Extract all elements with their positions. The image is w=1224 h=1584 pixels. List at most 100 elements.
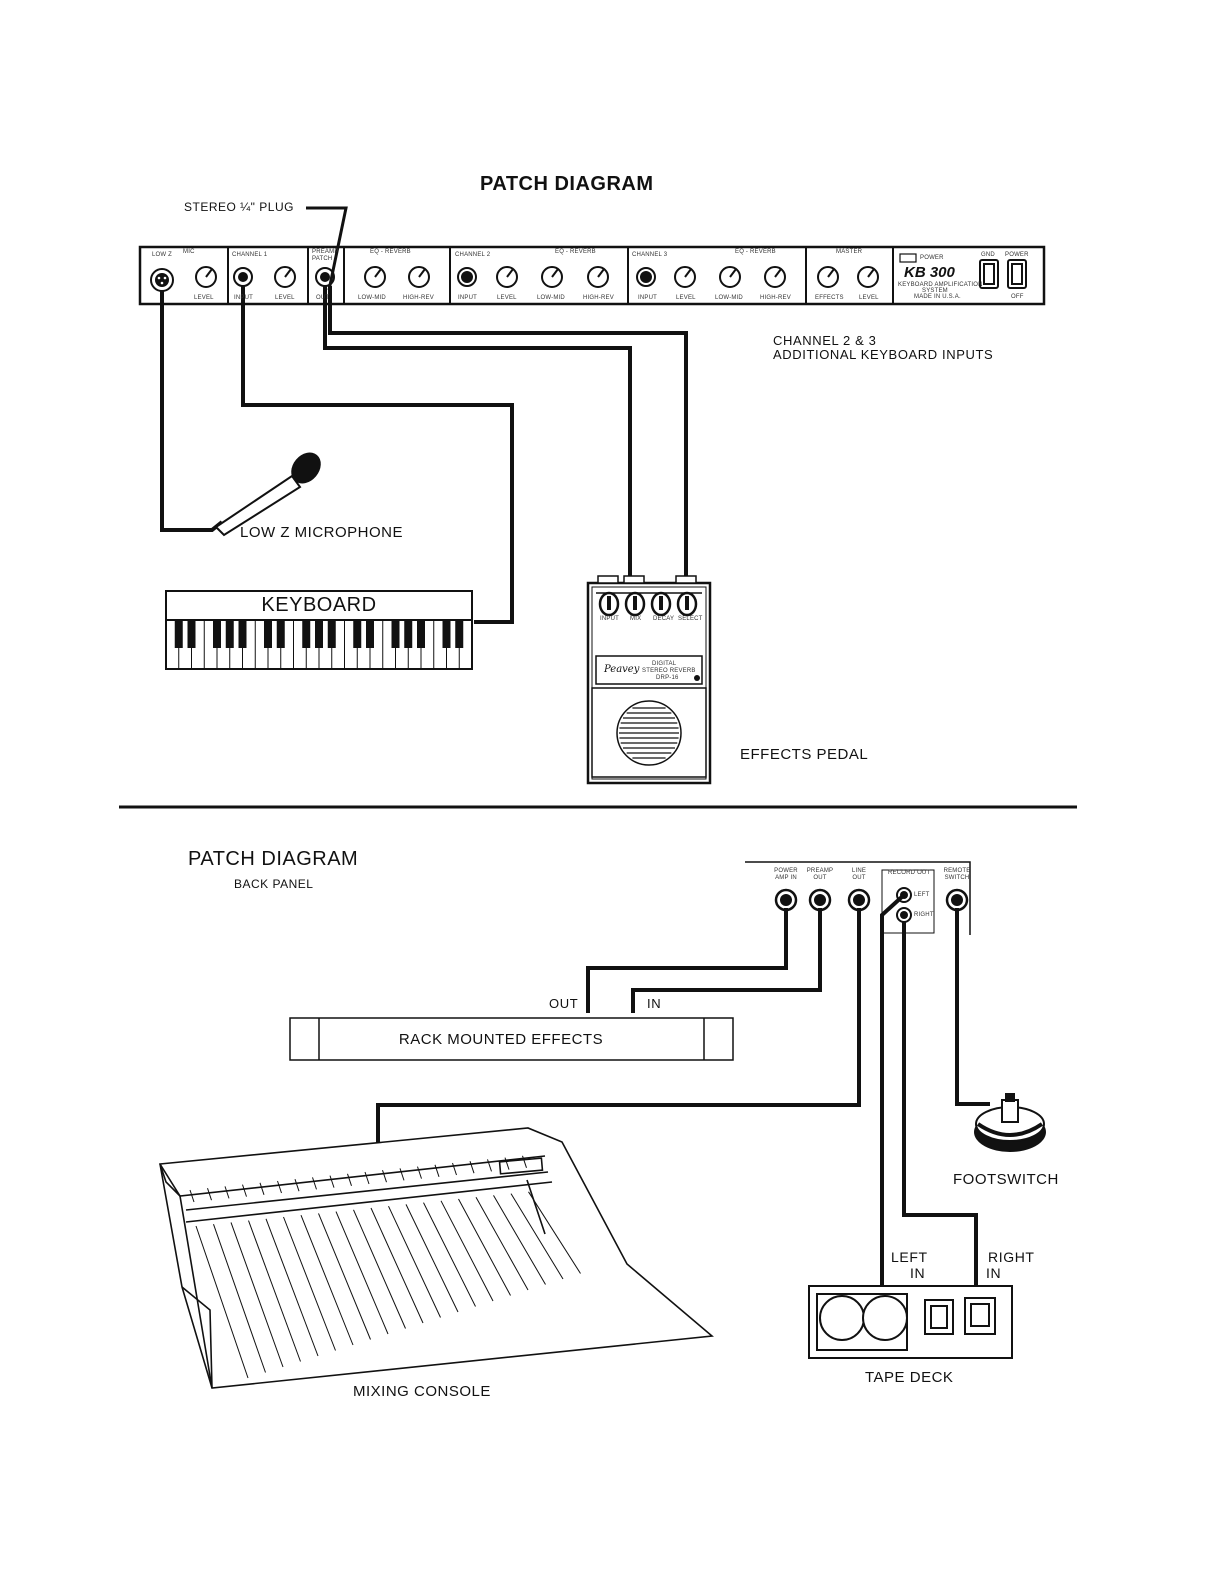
stereo-plug-label: STEREO ¼" PLUG — [184, 200, 294, 214]
console-meter-tick — [224, 1186, 230, 1199]
level-label-1: LEVEL — [194, 295, 214, 301]
pedal-knob-label-mix: MIX — [630, 616, 642, 622]
keyboard-black-key — [315, 620, 323, 648]
low-mid-label-1: LOW-MID — [358, 295, 386, 301]
pedal-knob-label-decay: DECAY — [653, 616, 675, 622]
level-label-2: LEVEL — [275, 295, 295, 301]
amp-model-name: KB 300 — [904, 264, 955, 281]
back-cables — [376, 893, 990, 1285]
console-meter-tick — [504, 1157, 510, 1170]
console-meter-tick — [364, 1171, 370, 1185]
eq-reverb-label-3: EQ - REVERB — [735, 249, 776, 255]
console-fader-line — [388, 1205, 441, 1318]
console-fader-line — [370, 1207, 424, 1324]
pedal-knob-label-select: SELECT — [678, 616, 703, 622]
mixing-console-label: MIXING CONSOLE — [353, 1383, 491, 1400]
keyboard-black-key — [174, 620, 183, 648]
keyboard-black-key — [455, 620, 464, 648]
input-label-2: INPUT — [458, 295, 477, 301]
high-rev-label-3: HIGH-REV — [760, 295, 791, 301]
console-meter-tick — [294, 1179, 300, 1192]
keyboard-black-key — [213, 620, 221, 648]
keyboard-black-key — [404, 620, 413, 648]
console-meter-tick — [329, 1175, 335, 1188]
console-meter-tick — [277, 1180, 282, 1194]
keyboard-black-key — [327, 620, 336, 648]
back-panel-jacks — [774, 887, 969, 923]
console-fader-line — [335, 1211, 389, 1335]
keyboard-black-key — [238, 620, 247, 648]
eq-reverb-label-1: EQ - REVERB — [370, 249, 411, 255]
power-switch-label: POWER — [1005, 252, 1029, 258]
console-meter-tick — [434, 1164, 440, 1177]
console-meter-tick — [487, 1159, 492, 1172]
rack-in-label: IN — [647, 996, 662, 1011]
microphone-label: LOW Z MICROPHONE — [240, 524, 404, 541]
front-panel-knob-pointers — [205, 268, 875, 278]
keyboard-black-key — [417, 620, 425, 648]
console-fader-line — [493, 1195, 546, 1285]
keyboard-black-key — [276, 620, 285, 648]
effects-label: EFFECTS — [815, 295, 844, 301]
console-meter-tick — [312, 1177, 317, 1190]
amp-model-line-1: KEYBOARD AMPLIFICATION — [898, 282, 983, 288]
level-label-3: LEVEL — [497, 295, 517, 301]
console-fader-line — [510, 1193, 564, 1280]
console-meter-tick — [452, 1162, 457, 1176]
keyboard-black-key — [187, 620, 196, 648]
front-input-jacks — [233, 267, 656, 287]
back-subtitle: BACK PANEL — [234, 877, 314, 891]
master-label: MASTER — [836, 249, 863, 255]
mic-label: MIC — [183, 249, 195, 255]
keyboard-black-key — [264, 620, 272, 648]
keyboard-drawing — [165, 590, 473, 670]
amp-model-line-3: MADE IN U.S.A. — [914, 294, 961, 300]
keyboard-black-key — [302, 620, 311, 648]
channel-note-line-1: CHANNEL 2 & 3 — [773, 333, 877, 348]
console-meter-tick — [399, 1168, 405, 1181]
console-fader-line — [353, 1209, 406, 1329]
console-meter-tick — [469, 1161, 475, 1174]
gnd-label: GND — [981, 252, 995, 258]
console-fader-line — [248, 1220, 301, 1362]
pedal-text-line-2: STEREO REVERB — [642, 668, 696, 674]
preamp-out-label: PREAMP OUT — [806, 868, 834, 881]
low-mid-label-2: LOW-MID — [537, 295, 565, 301]
console-meter-tick — [417, 1166, 422, 1179]
front-title: PATCH DIAGRAM — [480, 173, 654, 195]
tape-deck-drawing — [808, 1285, 1013, 1359]
footswitch-drawing — [974, 1093, 1046, 1152]
keyboard-black-key — [366, 620, 374, 648]
high-rev-label-1: HIGH-REV — [403, 295, 434, 301]
channel-note-line-2: ADDITIONAL KEYBOARD INPUTS — [773, 347, 994, 362]
right-in-label-2: IN — [986, 1265, 1002, 1281]
preamp-patch-label: PREAMP PATCH — [312, 249, 339, 262]
line-out-label: LINE OUT — [851, 868, 867, 881]
left-in-label-2: IN — [910, 1265, 926, 1281]
console-fader-line — [423, 1202, 476, 1307]
xlr-input-jack — [150, 268, 174, 292]
console-fader-line — [265, 1218, 319, 1357]
console-meter-tick — [242, 1184, 247, 1197]
console-meter-tick — [207, 1188, 212, 1201]
rack-out-label: OUT — [549, 996, 579, 1011]
record-right-label: RIGHT — [914, 912, 934, 918]
console-fader-line — [405, 1204, 459, 1313]
pedal-knob-label-input: INPUT — [600, 616, 619, 622]
mixing-console-drawing — [159, 1127, 714, 1389]
channel1-label: CHANNEL 1 — [232, 252, 268, 258]
console-meter-tick — [382, 1170, 387, 1183]
remote-switch-label: REMOTE SWITCH — [943, 868, 971, 881]
left-in-label-1: LEFT — [891, 1249, 928, 1265]
console-fader-line — [318, 1213, 371, 1340]
right-in-label-1: RIGHT — [988, 1249, 1035, 1265]
low-z-label: LOW Z — [152, 252, 172, 258]
keyboard-black-key — [353, 620, 362, 648]
record-out-label: RECORD OUT — [888, 870, 931, 876]
level-label-4: LEVEL — [676, 295, 696, 301]
out-label: OUT — [316, 295, 330, 301]
power-indicator-label: POWER — [920, 255, 944, 261]
power-switches — [899, 253, 1027, 289]
off-label: OFF — [1011, 294, 1024, 300]
